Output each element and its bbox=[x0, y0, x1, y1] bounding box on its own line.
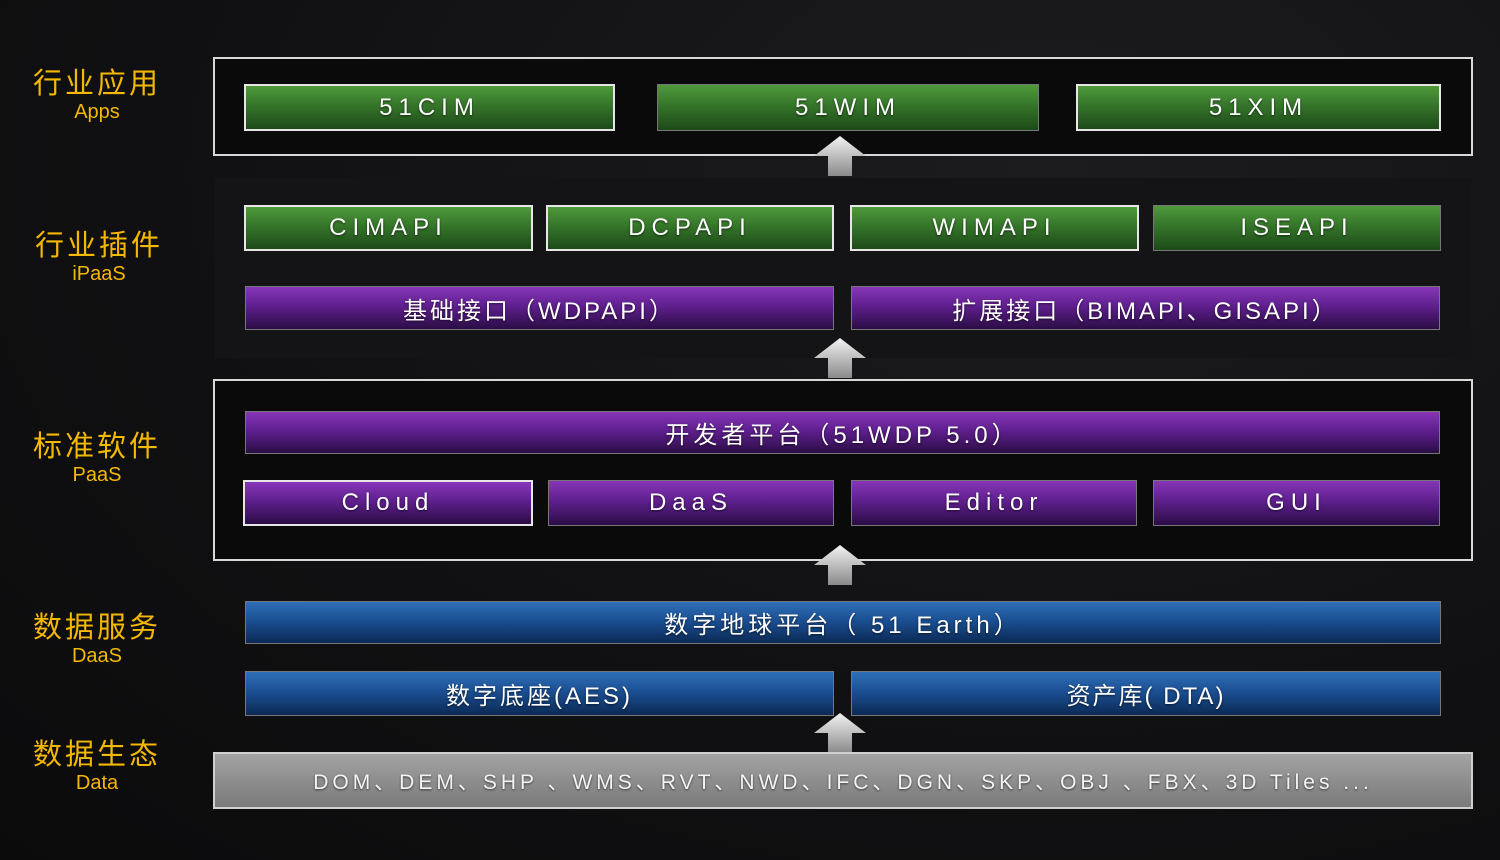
asset-library-dta: 资产库( DTA) bbox=[851, 671, 1441, 716]
layer-label-apps-cn: 行业应用 bbox=[32, 66, 161, 100]
layer-label-ipaas-en: iPaaS bbox=[72, 263, 126, 285]
module-editor: Editor bbox=[851, 480, 1137, 526]
api-ext-bimapi-gisapi: 扩展接口（BIMAPI、GISAPI） bbox=[851, 286, 1440, 330]
up-arrow-icon bbox=[814, 713, 866, 753]
up-arrow-icon bbox=[814, 545, 866, 585]
app-51xim: 51XIM bbox=[1076, 84, 1441, 131]
paas-frame bbox=[213, 379, 1473, 561]
digital-base-aes: 数字底座(AES) bbox=[245, 671, 834, 716]
layer-label-data: 数据生态 Data bbox=[17, 737, 177, 795]
api-cimapi: CIMAPI bbox=[244, 205, 533, 251]
developer-platform: 开发者平台（51WDP 5.0） bbox=[245, 411, 1440, 454]
up-arrow-icon bbox=[814, 136, 866, 176]
layer-label-apps: 行业应用 Apps bbox=[17, 66, 177, 124]
app-51wim: 51WIM bbox=[657, 84, 1039, 131]
api-wimapi: WIMAPI bbox=[850, 205, 1139, 251]
layer-label-apps-en: Apps bbox=[74, 101, 120, 123]
layer-label-ipaas-cn: 行业插件 bbox=[34, 228, 163, 262]
module-gui: GUI bbox=[1153, 480, 1440, 526]
up-arrow-icon bbox=[814, 338, 866, 378]
layer-label-daas: 数据服务 DaaS bbox=[17, 610, 177, 668]
api-base-wdpapi: 基础接口（WDPAPI） bbox=[245, 286, 834, 330]
layer-label-data-cn: 数据生态 bbox=[32, 737, 161, 771]
layer-label-paas-cn: 标准软件 bbox=[32, 429, 161, 463]
digital-earth-platform: 数字地球平台（ 51 Earth） bbox=[245, 601, 1441, 644]
module-daas: DaaS bbox=[548, 480, 834, 526]
api-dcpapi: DCPAPI bbox=[546, 205, 834, 251]
app-51cim: 51CIM bbox=[244, 84, 615, 131]
layer-label-paas: 标准软件 PaaS bbox=[17, 429, 177, 487]
layer-label-daas-en: DaaS bbox=[71, 645, 123, 667]
layer-label-daas-cn: 数据服务 bbox=[32, 610, 161, 644]
module-cloud: Cloud bbox=[243, 480, 533, 526]
api-iseapi: ISEAPI bbox=[1153, 205, 1441, 251]
data-formats-bar: DOM、DEM、SHP 、WMS、RVT、NWD、IFC、DGN、SKP、OBJ… bbox=[213, 752, 1473, 809]
layer-label-ipaas: 行业插件 iPaaS bbox=[19, 228, 179, 286]
layer-label-paas-en: PaaS bbox=[72, 464, 122, 486]
layer-label-data-en: Data bbox=[75, 772, 119, 794]
